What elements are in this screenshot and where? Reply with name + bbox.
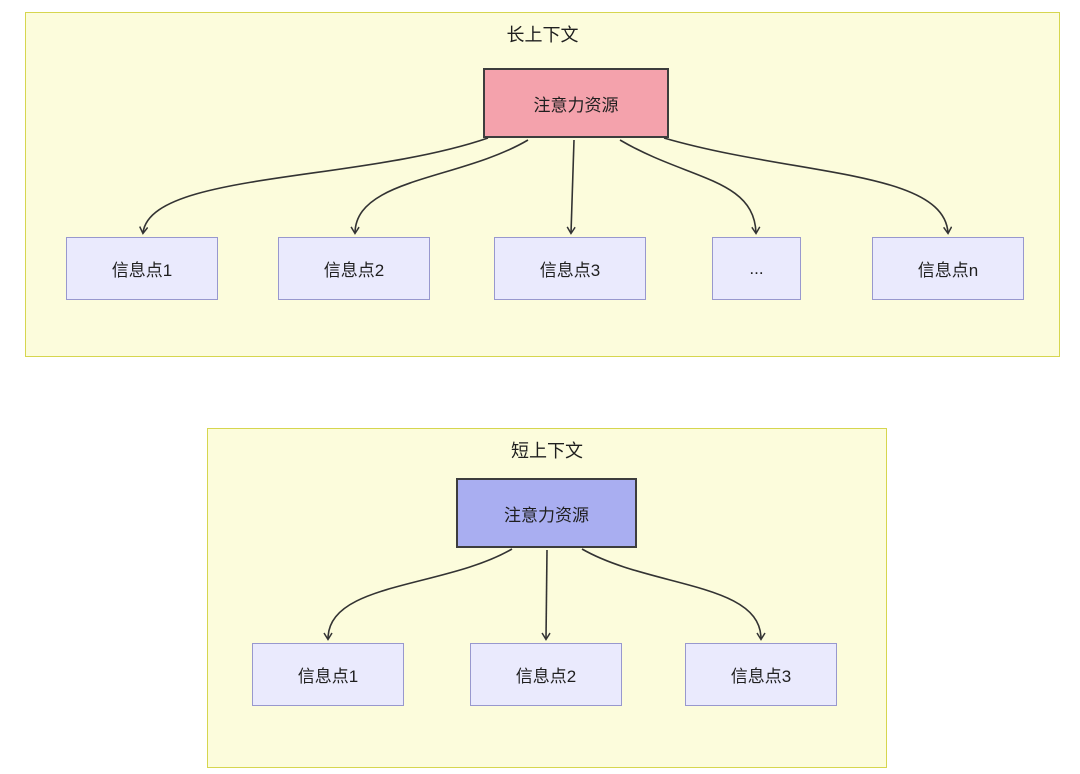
attention-node-long: 注意力资源	[483, 68, 669, 138]
info-node-short-3: 信息点3	[685, 643, 837, 706]
short-context-title: 短上下文	[511, 441, 583, 461]
info-node-long-1: 信息点1	[66, 237, 218, 300]
long-context-title: 长上下文	[506, 25, 579, 45]
long-context-group: 长上下文	[25, 12, 1060, 357]
info-node-long-ellipsis: ...	[712, 237, 801, 300]
attention-node-short: 注意力资源	[456, 478, 637, 548]
info-node-long-n: 信息点n	[872, 237, 1024, 300]
info-node-short-1: 信息点1	[252, 643, 404, 706]
info-node-short-2: 信息点2	[470, 643, 622, 706]
info-node-long-2: 信息点2	[278, 237, 430, 300]
info-node-long-3: 信息点3	[494, 237, 646, 300]
